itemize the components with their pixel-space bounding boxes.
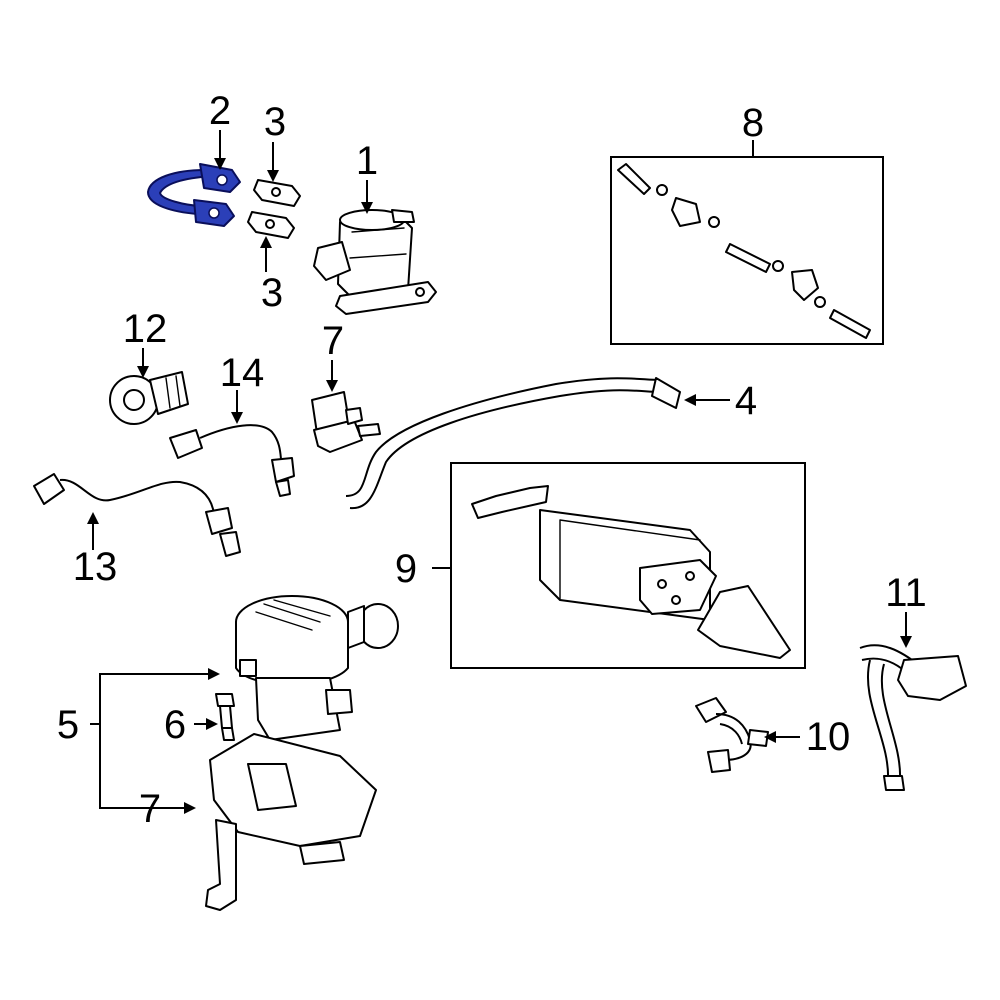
part-14-oxygen-sensor[interactable]	[33, 473, 241, 557]
part-10-charcoal-canister-box[interactable]	[450, 462, 806, 669]
part-11-fuel-hose[interactable]	[695, 697, 769, 773]
callout-12: 11	[885, 571, 927, 615]
callout-1: 1	[356, 139, 378, 183]
part-4-hose[interactable]	[345, 377, 681, 510]
callout-11: 10	[806, 715, 851, 759]
part-13-knock-sensor[interactable]	[109, 371, 189, 425]
callout-9: 8	[742, 101, 764, 145]
callout-4: 4	[735, 379, 757, 423]
callout-2: 2	[209, 89, 231, 133]
callout-6: 6	[164, 703, 186, 747]
callout-labels: 2 3 3 1 8 12 14 7 4 13 9 11 10 5 6 7	[57, 89, 927, 831]
part-2-highlighted[interactable]	[147, 163, 241, 227]
part-3-gasket-upper[interactable]	[253, 179, 301, 207]
part-15-oxygen-sensor[interactable]	[169, 424, 295, 497]
callout-10: 9	[395, 547, 417, 591]
part-1-air-switching-valve[interactable]	[313, 209, 437, 315]
callout-7: 7	[139, 787, 161, 831]
callout-15: 14	[220, 351, 265, 395]
callout-13: 12	[123, 307, 168, 351]
part-3-gasket-lower[interactable]	[247, 211, 295, 239]
part-5-air-pump[interactable]	[235, 595, 399, 741]
part-12-vapor-pressure-sensor[interactable]	[859, 644, 967, 791]
part-9-hose-kit-box[interactable]	[610, 156, 884, 345]
callout-14: 13	[73, 545, 118, 589]
callout-5: 5	[57, 703, 79, 747]
callout-3-upper: 3	[264, 100, 286, 144]
part-7-bracket[interactable]	[205, 733, 377, 911]
callout-3-lower: 3	[261, 271, 283, 315]
callout-8: 7	[322, 319, 344, 363]
part-6-fitting[interactable]	[215, 693, 235, 741]
part-8-vsv-solenoid[interactable]	[311, 391, 381, 453]
leader-lines	[87, 130, 912, 814]
